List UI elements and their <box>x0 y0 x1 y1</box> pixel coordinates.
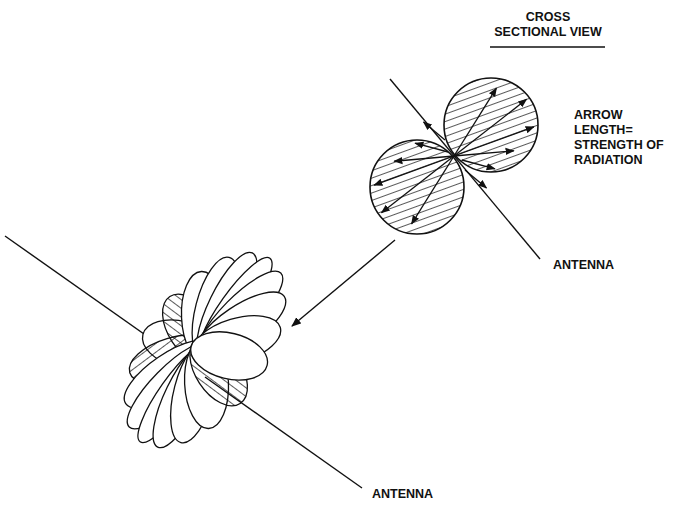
radiation-arrow <box>382 156 454 213</box>
antenna-label: ANTENNA <box>553 258 653 273</box>
radiation-arrow <box>462 160 495 169</box>
antenna-line <box>205 377 362 488</box>
radiation-arrow <box>412 156 454 224</box>
radiation-arrow <box>424 122 445 140</box>
heading-label: CROSS SECTIONAL VIEW <box>488 10 608 40</box>
radiation-arrow <box>454 88 496 156</box>
radiation-lobe <box>186 324 273 387</box>
radiation-arrow <box>394 156 454 161</box>
radiation-pattern-3d <box>114 245 295 455</box>
pointer-arrow <box>292 240 395 326</box>
radiation-arrow <box>374 156 454 185</box>
cross-section <box>370 78 538 234</box>
radiation-arrow <box>465 170 486 188</box>
note-label: ARROW LENGTH= STRENGTH OF RADIATION <box>574 108 682 168</box>
radiation-arrow <box>415 143 448 152</box>
antenna-label: ANTENNA <box>372 487 472 502</box>
radiation-arrow <box>454 127 534 156</box>
radiation-arrow <box>454 151 514 156</box>
radiation-arrow <box>454 99 526 156</box>
heading-underline <box>490 46 605 48</box>
